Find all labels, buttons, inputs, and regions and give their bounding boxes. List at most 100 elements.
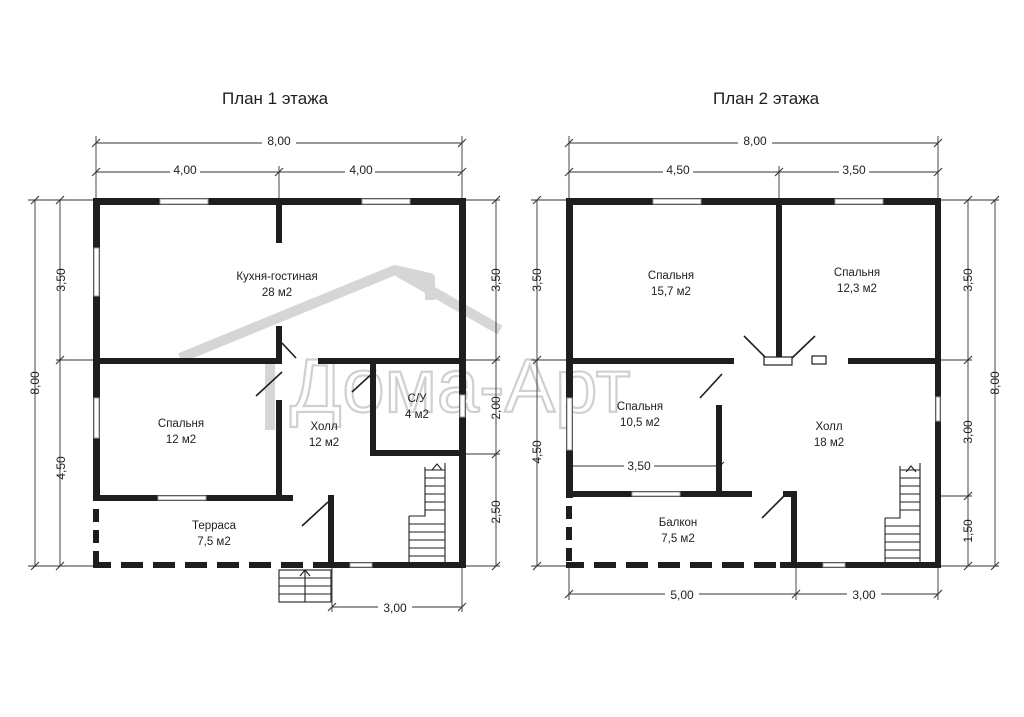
floor-2-dim-top-total: 8,00: [564, 133, 943, 200]
window: [93, 247, 100, 297]
window: [631, 491, 681, 497]
room-area: 12,3 м2: [837, 283, 877, 295]
room-area: 4 м2: [405, 409, 429, 421]
floor-2-dim-left-bottom-label: 4,50: [530, 440, 544, 464]
floor-2-dim-right: 3,50 3,00 1,50 8,00: [938, 195, 1002, 571]
window: [157, 495, 207, 501]
room-name: Спальня: [617, 401, 663, 413]
window: [566, 397, 573, 451]
door-opening: [763, 356, 793, 366]
floor-1-dim-right: 3,50 2,00 2,50: [462, 195, 503, 571]
door: [699, 373, 723, 399]
floor-2-dim-right-mid-label: 3,00: [961, 420, 975, 444]
floor-1-windows: [93, 198, 466, 568]
floor-2-windows: [566, 198, 941, 568]
floor-2-dim-bottom-left-label: 5,00: [670, 588, 694, 602]
room-name: Балкон: [659, 517, 698, 529]
floor-1-room-kitchen: Кухня-гостиная 28 м2: [236, 271, 317, 299]
floor-2-dim-top-total-label: 8,00: [743, 134, 767, 148]
room-area: 18 м2: [814, 437, 844, 449]
floor-2-dim-left-top-label: 3,50: [530, 268, 544, 292]
room-name: Спальня: [158, 418, 204, 430]
floor-1-dim-left: 8,00 3,50 4,50: [28, 195, 96, 571]
door: [281, 342, 297, 359]
room-name: С/У: [408, 393, 428, 405]
floor-1-dim-bottom-label: 3,00: [383, 601, 407, 615]
window: [159, 198, 209, 205]
watermark: Дома-Арт: [178, 265, 632, 430]
floor-1-dim-bottom: 3,00: [327, 566, 467, 615]
floor-1-room-hall: Холл 12 м2: [309, 421, 339, 449]
floor-1-dim-top-total-label: 8,00: [267, 134, 291, 148]
floor-1-title: План 1 этажа: [222, 89, 329, 108]
door: [761, 495, 785, 519]
window: [361, 198, 411, 205]
window: [935, 396, 941, 422]
floor-2-dim-left: 3,50 4,50: [530, 195, 569, 571]
door: [351, 369, 377, 393]
floor-1-dim-top-right-label: 4,00: [349, 163, 373, 177]
door: [791, 335, 816, 359]
door: [255, 371, 283, 397]
room-name: Холл: [310, 421, 337, 433]
floor-1-doors: [255, 342, 377, 527]
floor-1-dim-left-bottom-label: 4,50: [54, 456, 68, 480]
floor-1-room-bedroom: Спальня 12 м2: [158, 418, 204, 446]
floor-2-room-bedroom-2: Спальня 12,3 м2: [834, 267, 880, 295]
floor-1-room-terrace: Терраса 7,5 м2: [192, 520, 237, 548]
floor-1-plan: План 1 этажа 8,00 4,00 4,00: [28, 89, 503, 615]
door: [743, 335, 767, 359]
window: [349, 562, 373, 568]
window: [822, 562, 846, 568]
floor-1-room-bathroom: С/У 4 м2: [405, 393, 429, 421]
floor-1-dim-top-left-label: 4,00: [173, 163, 197, 177]
floor-1-walls: [93, 198, 466, 568]
floor-1-dim-right-mid-label: 2,00: [489, 396, 503, 420]
window: [652, 198, 702, 205]
floor-2-dim-inner: 3,50: [569, 457, 725, 473]
floor-1-dim-right-top-label: 3,50: [489, 268, 503, 292]
room-name: Терраса: [192, 520, 237, 532]
floor-2-dim-top-split: 4,50 3,50: [564, 162, 943, 200]
room-area: 10,5 м2: [620, 417, 660, 429]
floor-1-dim-top-split: 4,00 4,00: [91, 162, 467, 200]
floor-2-room-bedroom-3: Спальня 10,5 м2: [617, 401, 663, 429]
floor-2-room-balcony: Балкон 7,5 м2: [659, 517, 698, 545]
floor-2-dim-right-bottom-label: 1,50: [961, 519, 975, 543]
room-area: 7,5 м2: [197, 536, 230, 548]
floor-2-dim-right-total-label: 8,00: [988, 371, 1002, 395]
floor-1-terrace-outline: [93, 509, 331, 568]
floor-2-balcony-outline: [566, 506, 794, 568]
room-area: 12 м2: [309, 437, 339, 449]
room-area: 12 м2: [166, 434, 196, 446]
room-name: Спальня: [834, 267, 880, 279]
floor-1-stairs: [408, 463, 446, 562]
floor-1-dim-left-total-label: 8,00: [28, 371, 42, 395]
floor-2-stairs: [884, 463, 921, 562]
door: [301, 501, 329, 527]
floor-2-room-hall: Холл 18 м2: [814, 421, 844, 449]
room-area: 15,7 м2: [651, 286, 691, 298]
floor-2-dim-bottom-right-label: 3,00: [852, 588, 876, 602]
floor-2-doors: [699, 335, 827, 519]
floor-2-dim-inner-label: 3,50: [627, 459, 651, 473]
window: [459, 394, 466, 418]
floor-2-plan: План 2 этажа 8,00 4,50 3,50: [530, 89, 1002, 602]
room-name: Спальня: [648, 270, 694, 282]
watermark-chimney: [393, 265, 435, 300]
floor-1-dim-left-top-label: 3,50: [54, 268, 68, 292]
room-area: 7,5 м2: [661, 533, 694, 545]
floor-2-title: План 2 этажа: [713, 89, 820, 108]
window: [93, 397, 100, 439]
window: [834, 198, 884, 205]
floor-1-dim-right-bottom-label: 2,50: [489, 500, 503, 524]
room-name: Кухня-гостиная: [236, 271, 317, 283]
floor-1-dim-top-total: 8,00: [91, 133, 467, 200]
floor-1-entrance-steps: [278, 569, 332, 603]
door-opening: [811, 355, 827, 365]
room-area: 28 м2: [262, 287, 292, 299]
floor-2-dim-right-top-label: 3,50: [961, 268, 975, 292]
floor-2-room-bedroom-1: Спальня 15,7 м2: [648, 270, 694, 298]
floor-2-dim-top-right-label: 3,50: [842, 163, 866, 177]
